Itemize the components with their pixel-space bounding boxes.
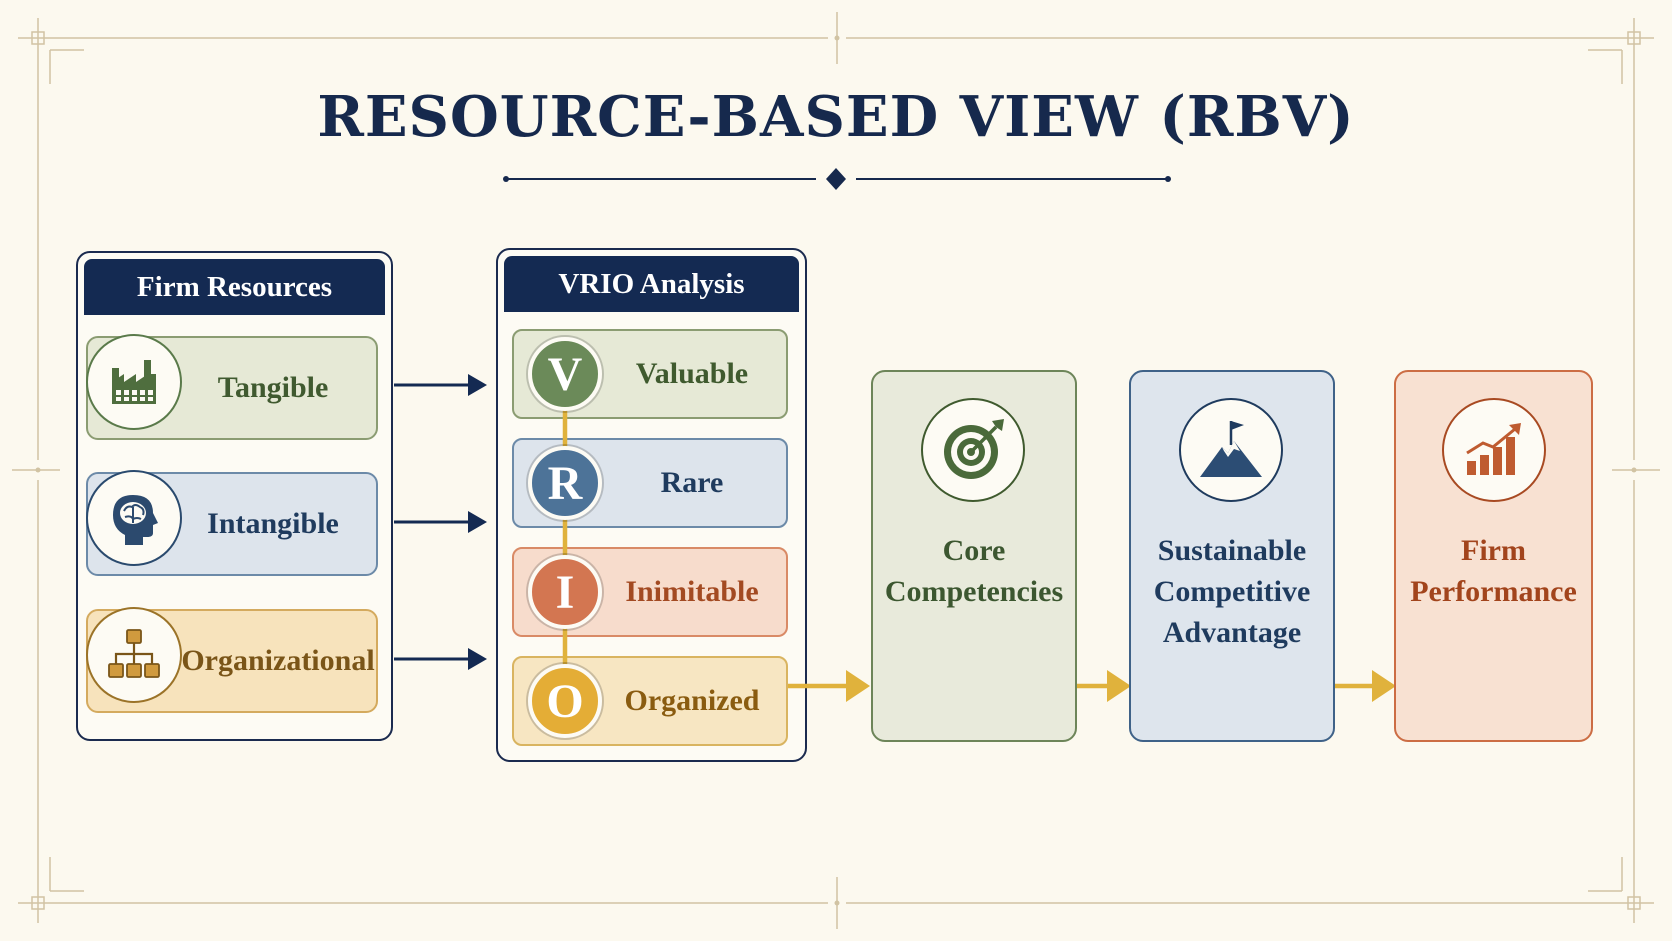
vrio-letter-i: I bbox=[528, 555, 602, 629]
vrio-analysis-header: VRIO Analysis bbox=[504, 256, 799, 312]
vrio-letter-v: V bbox=[528, 337, 602, 411]
org-chart-icon bbox=[86, 607, 182, 703]
stage-label: Core Competencies bbox=[884, 534, 1064, 608]
resource-label: Intangible bbox=[207, 507, 339, 540]
stage-sustainable-competitive-advantage: Sustainable Competitive Advantage bbox=[1129, 370, 1335, 742]
vrio-label: Organized bbox=[624, 684, 760, 717]
vrio-letter-r: R bbox=[528, 446, 602, 520]
brain-head-icon bbox=[86, 470, 182, 566]
stage-label: Sustainable Competitive Advantage bbox=[1153, 534, 1311, 649]
vrio-label: Rare bbox=[660, 466, 724, 499]
stage-core-competencies: Core Competencies bbox=[871, 370, 1077, 742]
vrio-label: Valuable bbox=[635, 357, 749, 390]
page-title: RESOURCE-BASED VIEW (RBV) bbox=[317, 84, 1355, 150]
vrio-label: Inimitable bbox=[625, 575, 759, 608]
firm-resources-header: Firm Resources bbox=[84, 259, 385, 315]
stage-label: Firm Performance bbox=[1410, 534, 1577, 608]
target-icon bbox=[921, 398, 1025, 502]
mountain-flag-icon bbox=[1179, 398, 1283, 502]
stage-firm-performance: Firm Performance bbox=[1394, 370, 1593, 742]
growth-chart-icon bbox=[1442, 398, 1546, 502]
factory-icon bbox=[86, 334, 182, 430]
resource-label: Organizational bbox=[181, 644, 375, 677]
resource-label: Tangible bbox=[217, 371, 329, 404]
vrio-letter-o: O bbox=[528, 664, 602, 738]
